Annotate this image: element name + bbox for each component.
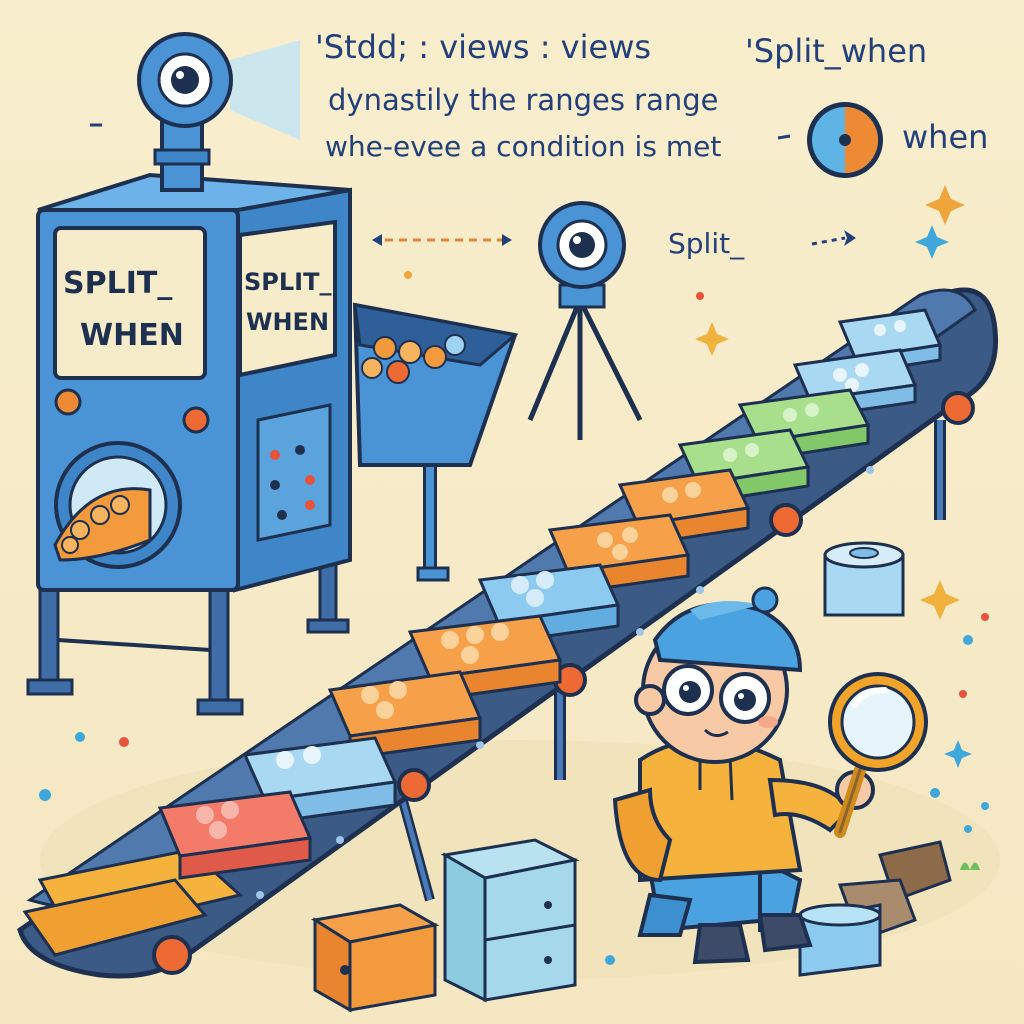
pie-clock-icon — [807, 102, 883, 178]
canister — [823, 541, 905, 617]
belt-roller — [941, 391, 975, 425]
inspector-character — [612, 586, 875, 965]
header-name: 'Split_when — [745, 32, 927, 70]
belt-roller — [397, 768, 431, 802]
blue-block — [798, 903, 882, 977]
sparkle-icon — [695, 322, 729, 356]
belt-roller — [769, 503, 803, 537]
hopper — [352, 302, 519, 582]
orange-box — [310, 903, 440, 1013]
camera-icon — [137, 32, 300, 140]
teal-box — [440, 838, 580, 1003]
side-label-line1: SPLIT_ — [244, 268, 331, 296]
sensor-arrow-left — [372, 234, 512, 246]
header: 'Stdd; : views : views 'Split_when dynas… — [90, 28, 988, 178]
dash-mark — [777, 134, 791, 140]
belt-roller — [152, 935, 192, 975]
sensor-label: Split_ — [668, 227, 745, 260]
splitting-machine: SPLIT_ WHEN SPLIT_ WHEN — [26, 32, 352, 716]
tray — [327, 670, 483, 760]
header-line1: dynastily the ranges range — [328, 83, 718, 117]
sparkle-icon — [944, 740, 972, 768]
header-namespace: 'Stdd; : views : views — [315, 28, 651, 66]
trays — [157, 308, 943, 880]
tray — [157, 790, 313, 880]
side-label-panel — [238, 219, 337, 378]
header-line2: whe-evee a condition is met — [325, 130, 721, 163]
front-label-line2: WHEN — [80, 318, 184, 353]
front-label-panel — [53, 226, 207, 380]
sparkle-icon — [925, 185, 965, 225]
front-label-line1: SPLIT_ — [63, 266, 172, 301]
sparkles — [39, 185, 989, 965]
machine-button — [182, 406, 210, 434]
control-panel — [256, 403, 332, 542]
side-label-line2: WHEN — [246, 308, 329, 336]
magnifier-icon — [828, 672, 928, 838]
sensor-arrow-right — [811, 230, 856, 246]
sparkle-icon — [915, 225, 949, 259]
header-when: when — [902, 118, 988, 156]
machine-button — [54, 388, 82, 416]
sensor-icon — [527, 201, 643, 440]
floor-boxes — [310, 541, 952, 1013]
sparkle-icon — [920, 580, 960, 620]
